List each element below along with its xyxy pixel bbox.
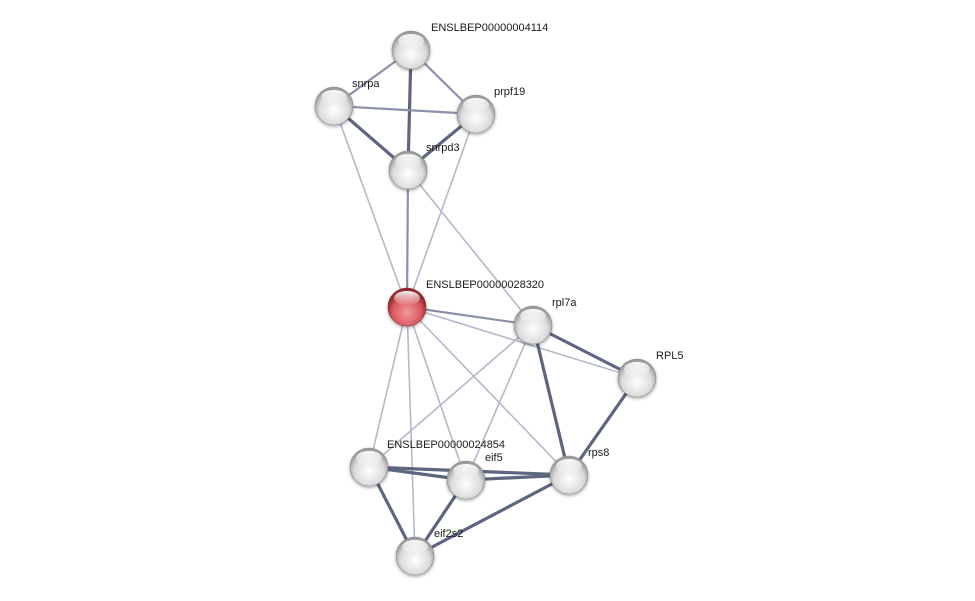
- sphere-highlight: [395, 154, 421, 168]
- sphere-highlight: [520, 309, 546, 323]
- edge-snrpa-prpf19[interactable]: [332, 104, 478, 116]
- node-prpf19[interactable]: prpf19: [456, 86, 525, 134]
- node-rps8[interactable]: rps8: [549, 447, 609, 495]
- node-label: ENSLBEP00000024854: [387, 439, 505, 451]
- node-RPL5[interactable]: RPL5: [617, 350, 684, 398]
- edge-n28320-rpl7a[interactable]: [405, 305, 535, 327]
- node-n28320[interactable]: ENSLBEP00000028320: [387, 279, 544, 327]
- edge-n28320-RPL5[interactable]: [406, 306, 638, 379]
- edge-rpl7a-n24854[interactable]: [368, 324, 534, 468]
- sphere-highlight: [624, 362, 650, 376]
- node-label: prpf19: [494, 86, 525, 98]
- node-label: rpl7a: [552, 297, 577, 309]
- edge-snrpd3-rpl7a[interactable]: [407, 169, 534, 326]
- node-label: rps8: [588, 447, 609, 459]
- edge-n28320-eif5[interactable]: [406, 306, 467, 481]
- sphere-highlight: [402, 540, 428, 554]
- nodes-layer: ENSLBEP00000004114 snrpa prpf19 snrpd3ENSLB…: [314, 22, 684, 576]
- edge-snrpa-n28320[interactable]: [333, 105, 408, 308]
- node-snrpa[interactable]: snrpa: [314, 78, 380, 126]
- edge-rpl7a-RPL5[interactable]: [531, 323, 639, 380]
- node-label: snrpa: [352, 78, 380, 90]
- edge-rpl7a-rps8[interactable]: [531, 323, 571, 477]
- node-label: snrpd3: [426, 142, 460, 154]
- edge-n28320-n24854[interactable]: [368, 306, 408, 468]
- sphere-highlight: [394, 291, 420, 305]
- node-n24854[interactable]: ENSLBEP00000024854: [349, 439, 505, 487]
- node-label: RPL5: [656, 350, 684, 362]
- sphere-highlight: [556, 459, 582, 473]
- edge-RPL5-rps8[interactable]: [567, 376, 639, 477]
- node-eif2s2[interactable]: eif2s2: [395, 528, 463, 576]
- sphere-highlight: [453, 464, 479, 478]
- edge-snrpd3-n28320[interactable]: [405, 168, 410, 309]
- node-rpl7a[interactable]: rpl7a: [513, 297, 577, 345]
- sphere-highlight: [398, 34, 424, 48]
- edge-n28320-rps8[interactable]: [406, 306, 570, 476]
- node-snrpd3[interactable]: snrpd3: [388, 142, 460, 190]
- sphere-highlight: [463, 98, 489, 112]
- sphere-highlight: [321, 90, 347, 104]
- node-eif5[interactable]: eif5: [446, 452, 503, 500]
- node-label: ENSLBEP00000028320: [426, 279, 544, 291]
- node-n4114[interactable]: ENSLBEP00000004114: [391, 22, 548, 70]
- sphere-highlight: [356, 451, 382, 465]
- node-label: eif2s2: [434, 528, 463, 540]
- node-label: eif5: [485, 452, 503, 464]
- edge-rps8-eif2s2[interactable]: [413, 473, 571, 558]
- node-label: ENSLBEP00000004114: [431, 22, 548, 34]
- edge-rpl7a-eif5[interactable]: [465, 324, 534, 481]
